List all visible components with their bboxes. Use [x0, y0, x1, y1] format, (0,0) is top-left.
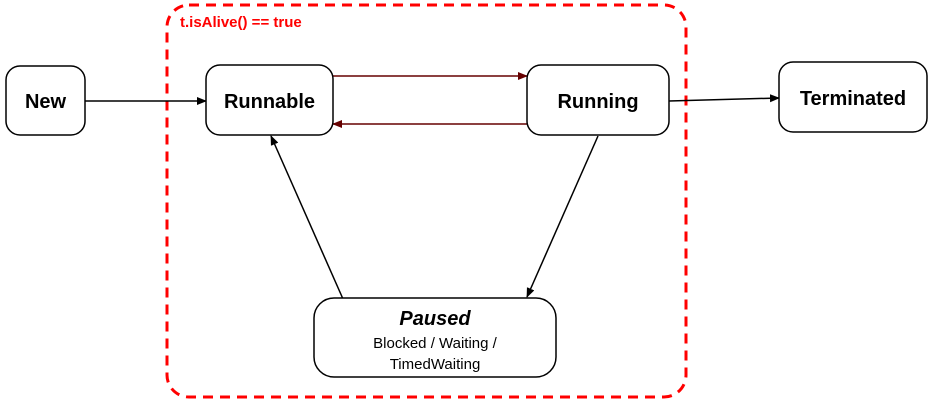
state-terminated-label: Terminated: [800, 88, 906, 110]
arrow-running-to-terminated: [668, 94, 780, 103]
state-new-label: New: [25, 91, 67, 113]
state-new: New: [5, 65, 86, 136]
state-running: Running: [526, 64, 670, 136]
state-paused-title: Paused: [399, 308, 471, 330]
alive-region: [165, 3, 688, 399]
state-paused: Paused Blocked / Waiting / TimedWaiting: [313, 297, 557, 378]
state-runnable: Runnable: [205, 64, 334, 136]
state-running-label: Running: [557, 91, 638, 113]
state-runnable-label: Runnable: [224, 91, 315, 113]
arrow-running-to-paused: [526, 135, 599, 298]
arrow-paused-to-runnable: [270, 135, 344, 300]
state-paused-line1: Blocked / Waiting /: [373, 335, 497, 352]
state-terminated: Terminated: [778, 61, 928, 133]
alive-region-label: t.isAlive() == true: [180, 14, 302, 31]
state-paused-line2: TimedWaiting: [390, 356, 481, 373]
